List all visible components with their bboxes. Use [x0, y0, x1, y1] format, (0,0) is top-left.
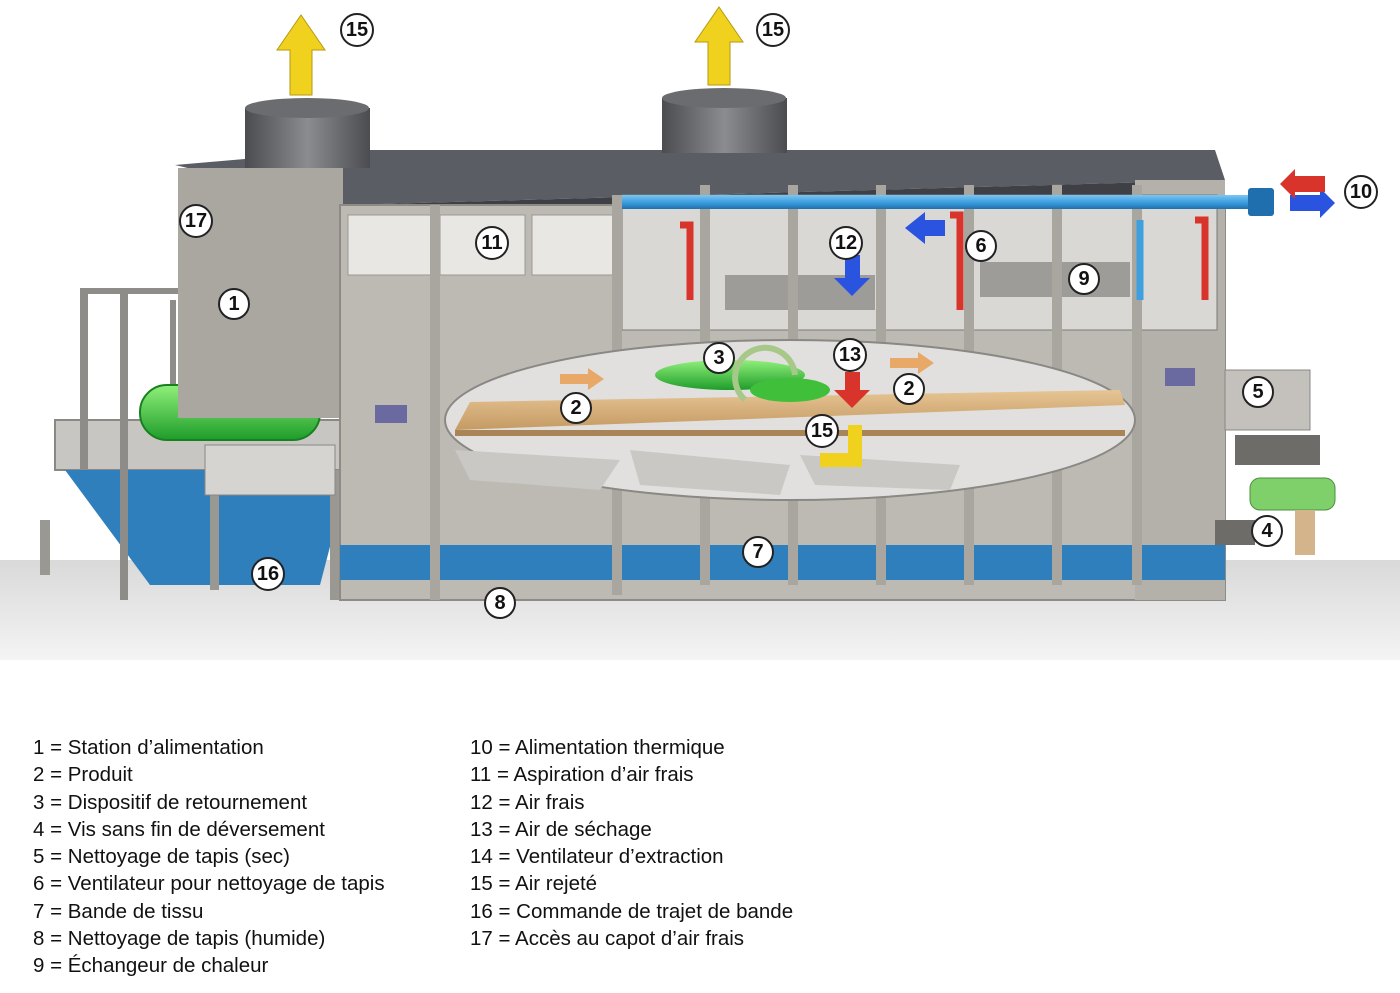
callout-4: 4: [1251, 515, 1283, 547]
callout-7: 7: [742, 536, 774, 568]
svg-text:17: 17: [185, 210, 207, 232]
legend-item: 6 = Ventilateur pour nettoyage de tapis: [33, 872, 385, 896]
legend-item: 14 = Ventilateur d’extraction: [470, 845, 724, 869]
fresh-air-arrow: [905, 212, 945, 244]
svg-text:2: 2: [570, 397, 581, 419]
svg-text:3: 3: [713, 347, 724, 369]
product-direction-arrow: [560, 368, 604, 390]
exhaust-air-arrow: [276, 14, 326, 96]
svg-text:10: 10: [1350, 181, 1372, 203]
callout-15b: 15: [756, 13, 790, 47]
legend-item: 8 = Nettoyage de tapis (humide): [33, 927, 326, 951]
svg-text:4: 4: [1261, 520, 1273, 542]
callout-2a: 2: [560, 392, 592, 424]
callout-8: 8: [484, 587, 516, 619]
callout-13: 13: [833, 338, 867, 372]
svg-text:9: 9: [1078, 268, 1089, 290]
callout-9: 9: [1068, 263, 1100, 295]
svg-text:6: 6: [975, 235, 986, 257]
callout-6: 6: [965, 230, 997, 262]
heat-return-arrow: [1280, 169, 1325, 199]
callout-2b: 2: [893, 373, 925, 405]
legend-item: 2 = Produit: [33, 763, 133, 787]
callout-15a: 15: [340, 13, 374, 47]
callout-12: 12: [829, 226, 863, 260]
svg-text:11: 11: [481, 232, 502, 254]
exhaust-air-arrow: [820, 425, 862, 467]
callout-15c: 15: [805, 414, 839, 448]
svg-text:7: 7: [752, 541, 763, 563]
callout-1: 1: [218, 288, 250, 320]
callout-5: 5: [1242, 376, 1274, 408]
exhaust-chimneys: [245, 88, 787, 168]
svg-text:2: 2: [903, 378, 914, 400]
svg-text:15: 15: [811, 420, 833, 442]
legend-item: 10 = Alimentation thermique: [470, 736, 725, 759]
legend-item: 3 = Dispositif de retournement: [33, 790, 308, 814]
callout-17: 17: [179, 204, 213, 238]
callout-10: 10: [1344, 175, 1378, 209]
dryer-diagram: 1 2 2 3 4 5 6 7 8 9 10 11 12 13 15 15 15…: [0, 6, 1400, 660]
legend-right-column: 10 = Alimentation thermique 11 = Aspirat…: [470, 734, 793, 952]
legend-item: 16 = Commande de trajet de bande: [470, 899, 794, 923]
legend-left-column: 1 = Station d’alimentation 2 = Produit 3…: [33, 734, 385, 980]
fresh-air-arrow: [834, 255, 870, 296]
svg-text:5: 5: [1252, 381, 1263, 403]
discharge-section: [1215, 369, 1336, 555]
legend-item: 9 = Échangeur de chaleur: [33, 954, 269, 978]
legend-item: 12 = Air frais: [470, 790, 585, 814]
legend-item: 11 = Aspiration d’air frais: [470, 763, 694, 787]
exhaust-air-arrow: [694, 6, 744, 86]
air-flow-arrows: [276, 6, 1335, 467]
callout-3: 3: [703, 342, 735, 374]
dryer-housing: [175, 150, 1226, 601]
legend-item: 1 = Station d’alimentation: [33, 736, 264, 759]
svg-text:13: 13: [839, 344, 861, 366]
callout-11: 11: [475, 226, 509, 260]
legend-item: 4 = Vis sans fin de déversement: [33, 817, 325, 841]
legend-item: 7 = Bande de tissu: [33, 899, 204, 923]
svg-text:15: 15: [762, 19, 784, 41]
thermal-supply-pipes: [622, 188, 1274, 310]
svg-text:1: 1: [228, 293, 239, 315]
callout-16: 16: [251, 557, 285, 591]
svg-text:12: 12: [835, 232, 857, 254]
legend-item: 17 = Accès au capot d’air frais: [470, 927, 745, 951]
roof: [175, 150, 1225, 205]
fresh-air-arrow: [1290, 188, 1335, 218]
svg-text:16: 16: [257, 563, 279, 585]
drying-air-arrow: [834, 372, 870, 408]
legend-item: 15 = Air rejeté: [470, 872, 598, 896]
svg-text:15: 15: [346, 19, 368, 41]
product-layer: [455, 390, 1125, 430]
legend-item: 5 = Nettoyage de tapis (sec): [33, 845, 290, 869]
product-direction-arrow: [890, 352, 934, 374]
svg-text:8: 8: [494, 592, 505, 614]
legend-item: 13 = Air de séchage: [470, 817, 652, 841]
